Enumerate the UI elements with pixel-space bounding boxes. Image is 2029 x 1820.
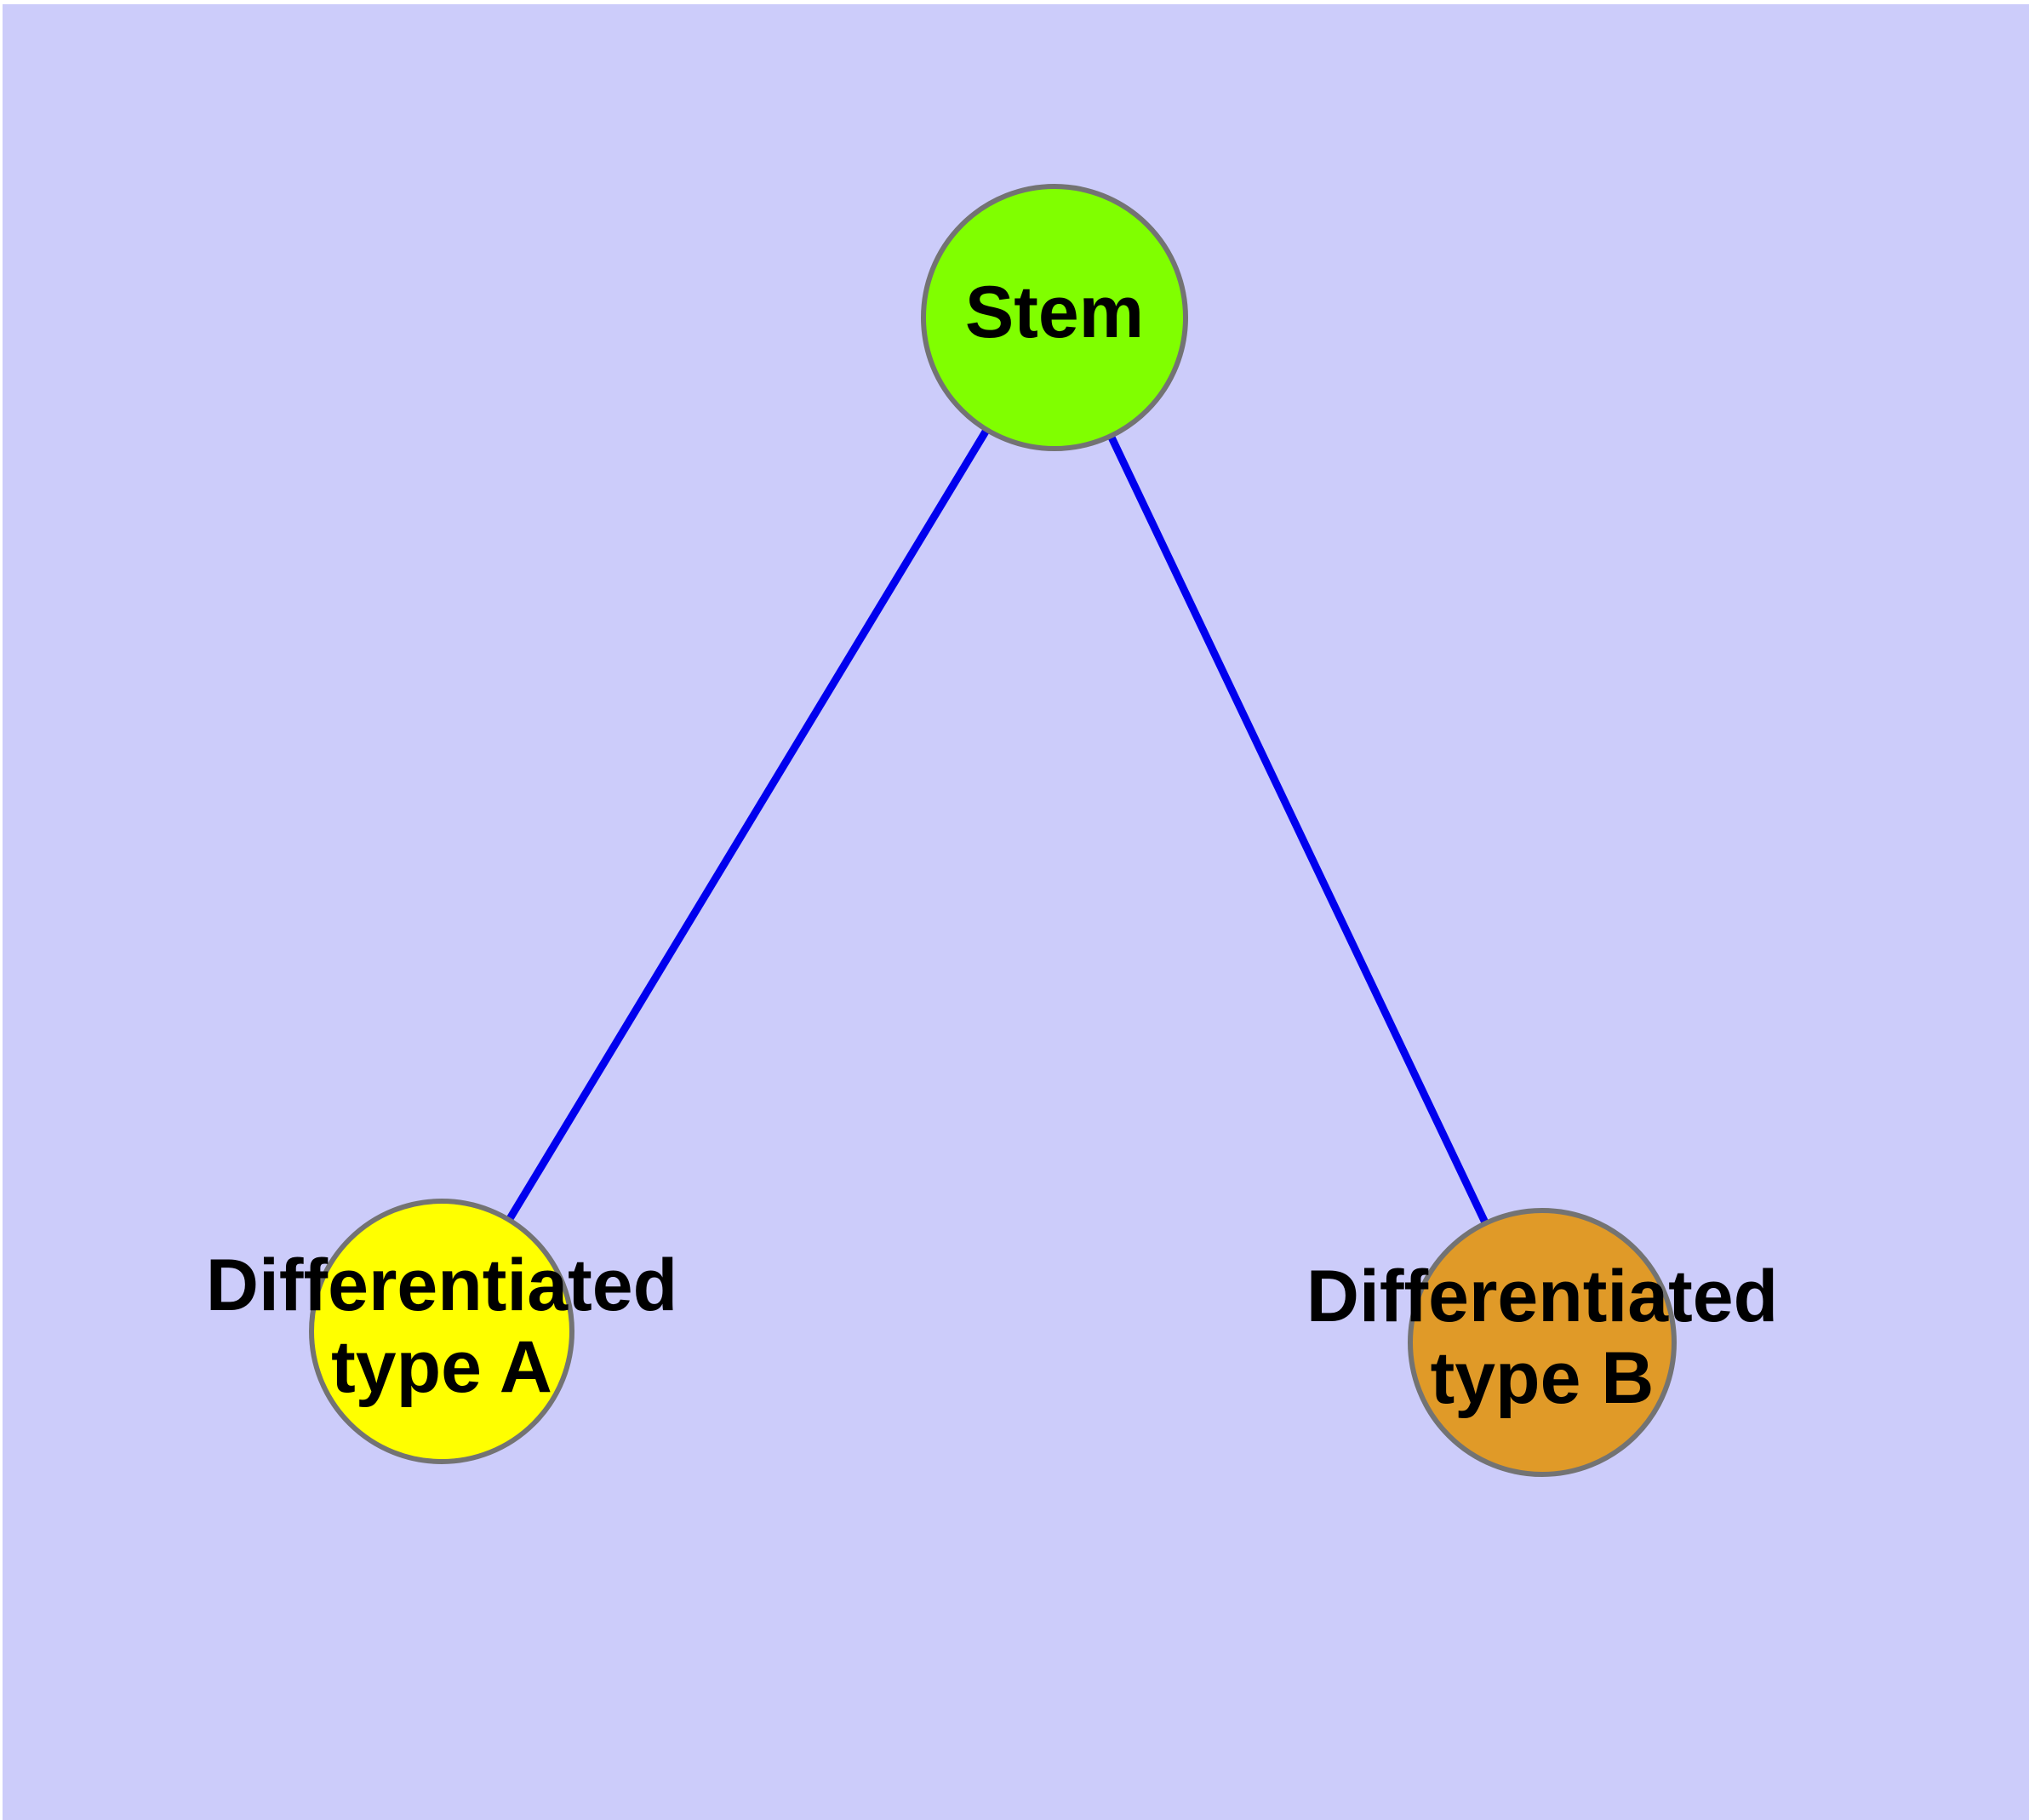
node-label-line: type A bbox=[331, 1326, 552, 1408]
node-label-line: Differentiated bbox=[206, 1245, 677, 1326]
node-label-line: Stem bbox=[965, 272, 1144, 353]
graph-edge-stem-diff_a bbox=[506, 429, 990, 1221]
edge-layer bbox=[506, 429, 1489, 1224]
node-label-line: type B bbox=[1431, 1337, 1655, 1419]
node-circle-diff_b[interactable] bbox=[1408, 1208, 1677, 1477]
node-label-line: Differentiated bbox=[1306, 1256, 1778, 1337]
node-circle-stem[interactable] bbox=[921, 184, 1188, 451]
graph-edge-stem-diff_b bbox=[1107, 435, 1489, 1224]
node-label-stem: Stem bbox=[965, 272, 1144, 353]
node-circle-diff_a[interactable] bbox=[309, 1199, 574, 1464]
graph-node-stem[interactable]: Stem bbox=[921, 184, 1188, 451]
